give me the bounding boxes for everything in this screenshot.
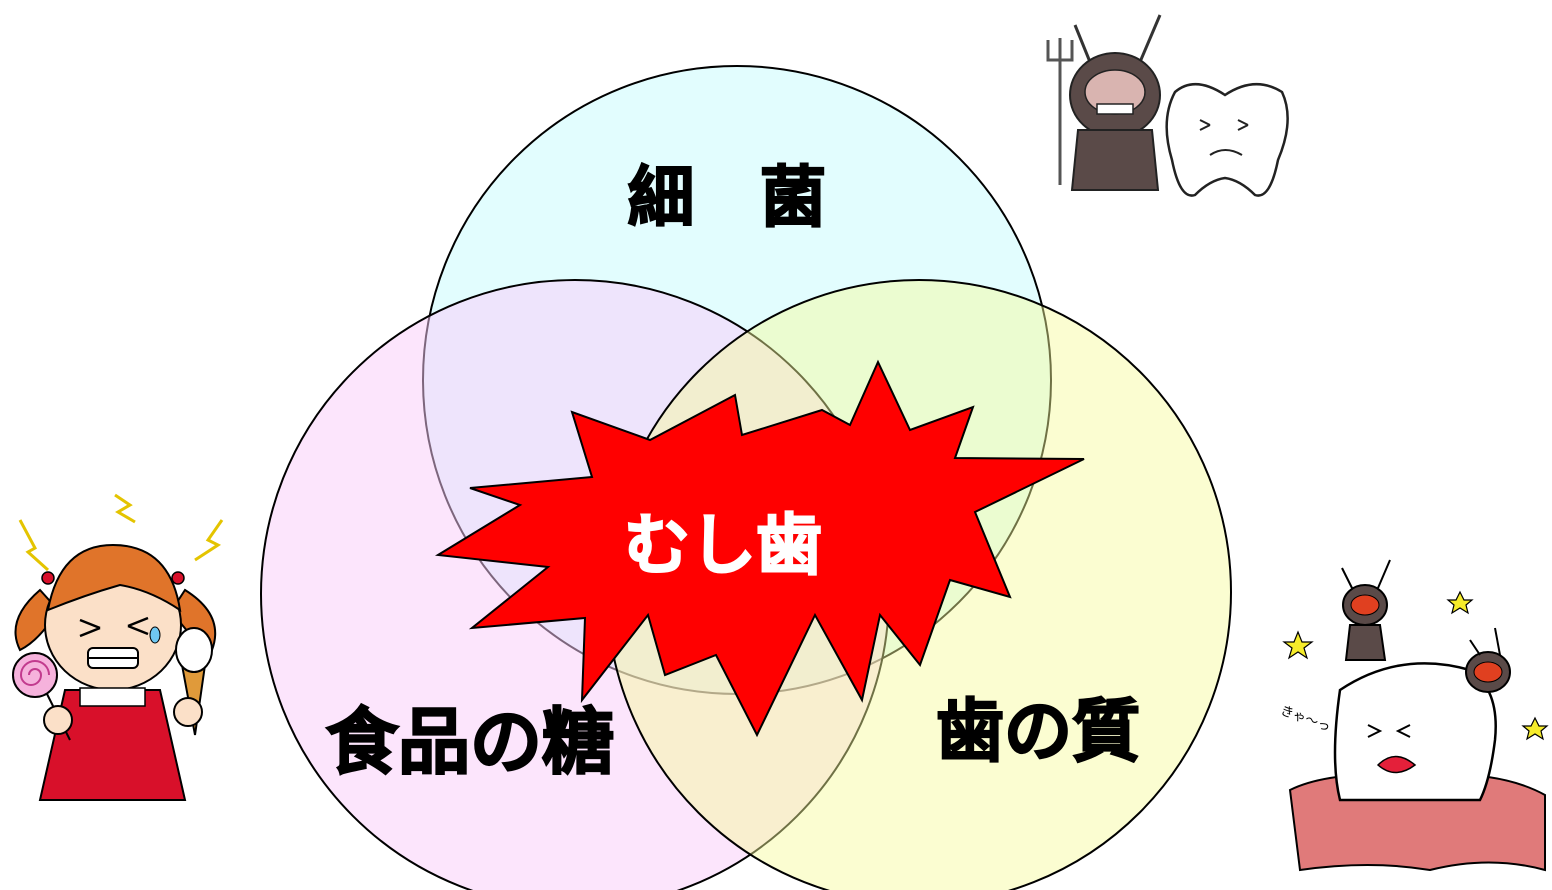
crying-girl-icon: [12, 493, 224, 801]
germs-attacking-tooth-icon: [1282, 559, 1549, 872]
label-tooth-quality: 歯の質: [935, 693, 1141, 772]
germ-devil-with-tooth-icon: [1033, 12, 1301, 217]
caries-burst: [434, 359, 1085, 738]
label-bacteria: 細 菌: [627, 159, 827, 236]
label-food-sugar: 食品の糖: [325, 700, 615, 784]
label-caries: むし歯: [623, 507, 823, 584]
